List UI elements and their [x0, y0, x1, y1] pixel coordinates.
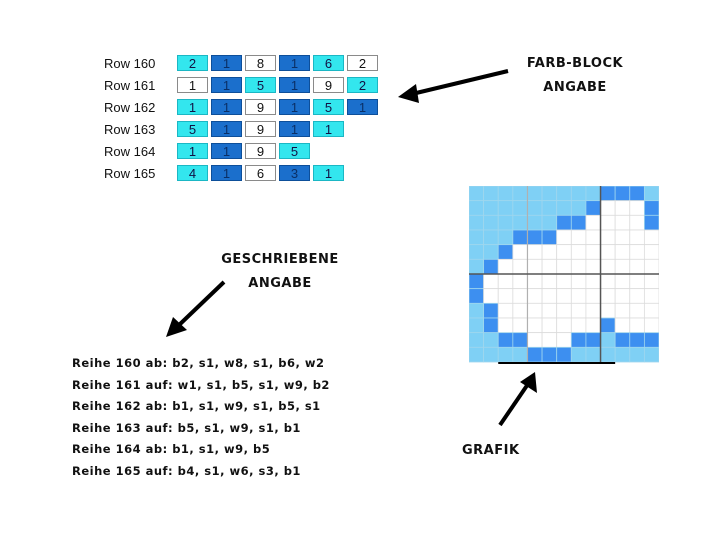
pixel-graphic-svg — [469, 186, 659, 364]
arrow-to-blocks-icon — [398, 69, 509, 103]
color-block-cyan: 2 — [347, 77, 378, 93]
block-row-label: Row 160 — [104, 55, 156, 71]
color-block-cyan: 1 — [313, 165, 344, 181]
pixel-graphic — [469, 186, 659, 364]
block-row-label: Row 163 — [104, 121, 156, 137]
written-row: Reihe 164 ab: b1, s1, w9, b5 — [72, 442, 271, 457]
farb-block-label-line2: ANGABE — [543, 80, 607, 95]
color-block-cyan: 5 — [279, 143, 310, 159]
color-block-blue: 1 — [211, 99, 242, 115]
farb-block-label-line1: FARB-BLOCK — [526, 56, 624, 71]
color-block-white: 1 — [177, 77, 208, 93]
color-block-cyan: 5 — [313, 99, 344, 115]
block-row-label: Row 161 — [104, 77, 156, 93]
color-block-blue: 1 — [211, 165, 242, 181]
written-instructions: Reihe 160 ab: b2, s1, w8, s1, b6, w2 Rei… — [72, 353, 330, 483]
written-row: Reihe 161 auf: w1, s1, b5, s1, w9, b2 — [72, 377, 330, 392]
color-block-cyan: 2 — [177, 55, 208, 71]
written-row: Reihe 160 ab: b2, s1, w8, s1, b6, w2 — [72, 356, 325, 370]
color-block-blue: 1 — [211, 143, 242, 159]
color-block-white: 9 — [313, 77, 344, 93]
color-block-cyan: 1 — [313, 121, 344, 137]
written-row: Reihe 165 auf: b4, s1, w6, s3, b1 — [72, 463, 301, 478]
geschriebene-label-line1: GESCHRIEBENE — [221, 252, 339, 267]
color-block-blue: 1 — [211, 55, 242, 71]
block-row-label: Row 165 — [104, 165, 156, 181]
color-block-blue: 1 — [279, 77, 310, 93]
color-block-blue: 1 — [211, 77, 242, 93]
color-block-blue: 1 — [279, 99, 310, 115]
block-row-label: Row 164 — [104, 143, 156, 159]
color-block-white: 6 — [245, 165, 276, 181]
color-block-cyan: 5 — [245, 77, 276, 93]
color-block-white: 9 — [245, 143, 276, 159]
color-block-cyan: 6 — [313, 55, 344, 71]
color-block-white: 9 — [245, 121, 276, 137]
written-row: Reihe 163 auf: b5, s1, w9, s1, b1 — [72, 420, 301, 435]
color-block-cyan: 1 — [177, 143, 208, 159]
arrow-to-graphic-icon — [498, 372, 537, 427]
farb-block-label: FARB-BLOCK ANGABE — [520, 52, 630, 100]
arrow-to-written-icon — [166, 280, 226, 337]
color-block-blue: 1 — [279, 55, 310, 71]
color-block-blue: 1 — [279, 121, 310, 137]
color-block-cyan: 5 — [177, 121, 208, 137]
color-block-white: 2 — [347, 55, 378, 71]
color-block-white: 9 — [245, 99, 276, 115]
geschriebene-label: GESCHRIEBENE ANGABE — [205, 248, 355, 296]
geschriebene-label-line2: ANGABE — [248, 276, 312, 291]
color-block-white: 8 — [245, 55, 276, 71]
color-block-blue: 1 — [347, 99, 378, 115]
color-block-blue: 1 — [211, 121, 242, 137]
block-row-label: Row 162 — [104, 99, 156, 115]
color-block-cyan: 1 — [177, 99, 208, 115]
grafik-label: GRAFIK — [462, 443, 520, 458]
color-block-cyan: 4 — [177, 165, 208, 181]
color-block-blue: 3 — [279, 165, 310, 181]
written-row: Reihe 162 ab: b1, s1, w9, s1, b5, s1 — [72, 399, 321, 414]
